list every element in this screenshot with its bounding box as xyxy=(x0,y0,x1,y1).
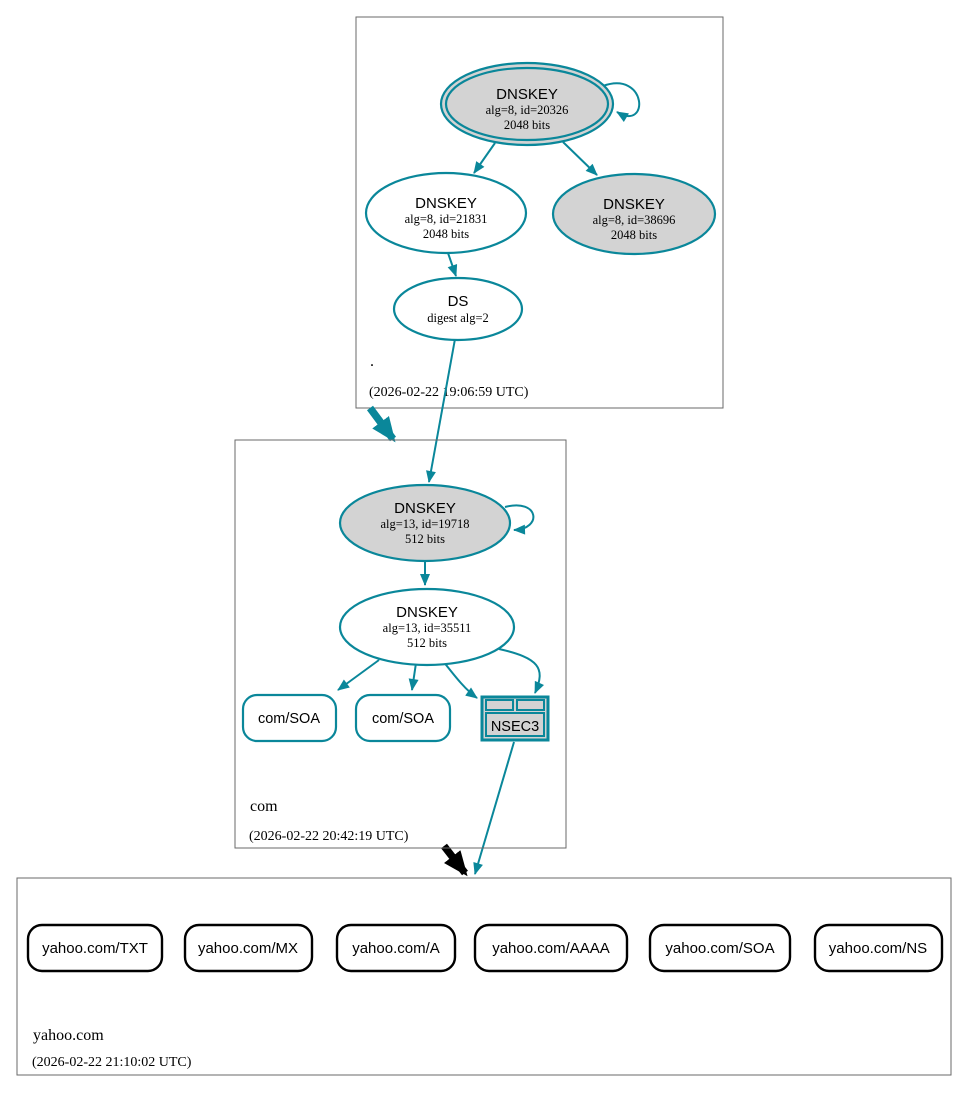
nsec3-cell-right xyxy=(516,699,545,711)
edge-com-zsk-to-nsec3-a xyxy=(442,660,478,699)
zone-box-com xyxy=(234,439,567,849)
edge-root-ksk-to-key2 xyxy=(562,141,598,176)
zone-box-root xyxy=(355,16,724,409)
svg-text:DNSKEY: DNSKEY xyxy=(394,500,456,517)
node-root-dnskey-21831[interactable]: DNSKEY alg=8, id=21831 2048 bits xyxy=(364,171,528,255)
root-ksk-inner-ellipse xyxy=(444,66,610,142)
svg-text:alg=8, id=21831: alg=8, id=21831 xyxy=(405,212,488,226)
svg-text:512 bits: 512 bits xyxy=(405,532,445,546)
svg-text:2048 bits: 2048 bits xyxy=(611,228,657,242)
zone-timestamp-com: (2026-02-22 20:42:19 UTC) xyxy=(249,829,409,844)
svg-text:alg=8, id=20326: alg=8, id=20326 xyxy=(486,103,569,117)
node-com-dnskey-35511[interactable]: DNSKEY alg=13, id=35511 512 bits xyxy=(338,587,516,667)
node-root-dnskey-20326[interactable]: DNSKEY alg=8, id=20326 2048 bits xyxy=(439,61,615,147)
svg-text:DNSKEY: DNSKEY xyxy=(415,195,477,212)
svg-text:alg=13, id=19718: alg=13, id=19718 xyxy=(380,517,469,531)
svg-text:DS: DS xyxy=(448,293,469,310)
edge-com-zsk-to-soa2 xyxy=(408,662,419,691)
svg-text:2048 bits: 2048 bits xyxy=(504,118,550,132)
node-yahoo-mx[interactable]: yahoo.com/MX xyxy=(183,923,314,973)
node-com-nsec3[interactable]: NSEC3 xyxy=(480,695,550,742)
edge-ds-to-com-ksk xyxy=(426,338,456,483)
svg-text:yahoo.com/TXT: yahoo.com/TXT xyxy=(42,940,148,957)
node-yahoo-txt[interactable]: yahoo.com/TXT xyxy=(26,923,164,973)
nsec3-cell-main xyxy=(485,712,545,737)
root-zsk-ellipse xyxy=(364,171,528,255)
svg-text:yahoo.com/A: yahoo.com/A xyxy=(352,940,440,957)
svg-text:DNSKEY: DNSKEY xyxy=(496,86,558,103)
com-soa1-rect xyxy=(241,693,338,743)
svg-text:com/SOA: com/SOA xyxy=(372,711,434,727)
com-soa2-rect xyxy=(354,693,452,743)
svg-text:DNSKEY: DNSKEY xyxy=(396,604,458,621)
yahoo-ns-rect xyxy=(813,923,944,973)
edge-root-ksk-selfsign xyxy=(602,82,641,122)
yahoo-txt-rect xyxy=(26,923,164,973)
node-com-soa-1[interactable]: com/SOA xyxy=(241,693,338,743)
svg-text:NSEC3: NSEC3 xyxy=(491,719,539,735)
yahoo-mx-rect xyxy=(183,923,314,973)
node-yahoo-ns[interactable]: yahoo.com/NS xyxy=(813,923,944,973)
svg-text:alg=8, id=38696: alg=8, id=38696 xyxy=(593,213,676,227)
edge-com-ksk-selfsign xyxy=(504,504,535,535)
edge-com-zsk-to-nsec3-b xyxy=(498,648,545,694)
node-yahoo-a[interactable]: yahoo.com/A xyxy=(335,923,457,973)
zone-label-root: . xyxy=(370,353,374,370)
zone-label-com: com xyxy=(250,798,278,815)
node-yahoo-aaaa[interactable]: yahoo.com/AAAA xyxy=(473,923,629,973)
yahoo-a-rect xyxy=(335,923,457,973)
svg-text:yahoo.com/SOA: yahoo.com/SOA xyxy=(665,940,774,957)
svg-text:alg=13, id=35511: alg=13, id=35511 xyxy=(383,621,472,635)
nsec3-cell-left xyxy=(485,699,514,711)
edge-root-zsk-to-ds xyxy=(447,252,458,277)
node-root-dnskey-38696[interactable]: DNSKEY alg=8, id=38696 2048 bits xyxy=(551,172,717,256)
svg-text:digest alg=2: digest alg=2 xyxy=(427,311,489,325)
svg-text:com/SOA: com/SOA xyxy=(258,711,320,727)
com-ksk-ellipse xyxy=(338,483,512,563)
root-ds-ellipse xyxy=(392,276,524,342)
svg-text:DNSKEY: DNSKEY xyxy=(603,196,665,213)
zone-timestamp-yahoo: (2026-02-22 21:10:02 UTC) xyxy=(32,1055,192,1070)
yahoo-soa-rect xyxy=(648,923,792,973)
svg-text:yahoo.com/AAAA: yahoo.com/AAAA xyxy=(492,940,610,957)
svg-text:yahoo.com/NS: yahoo.com/NS xyxy=(829,940,927,957)
zone-timestamp-root: (2026-02-22 19:06:59 UTC) xyxy=(369,385,529,400)
svg-text:512 bits: 512 bits xyxy=(407,636,447,650)
edge-com-zsk-to-soa1 xyxy=(337,659,380,691)
root-key2-ellipse xyxy=(551,172,717,256)
edge-com-delegation-yahoo xyxy=(441,843,468,877)
edge-root-delegation-com xyxy=(366,405,397,443)
node-com-soa-2[interactable]: com/SOA xyxy=(354,693,452,743)
svg-text:yahoo.com/MX: yahoo.com/MX xyxy=(198,940,298,957)
node-root-ds[interactable]: DS digest alg=2 xyxy=(392,276,524,342)
com-zsk-ellipse xyxy=(338,587,516,667)
svg-text:2048 bits: 2048 bits xyxy=(423,227,469,241)
edge-nsec3-to-yahoo xyxy=(473,741,515,875)
yahoo-aaaa-rect xyxy=(473,923,629,973)
edge-root-ksk-to-zsk xyxy=(473,142,496,174)
node-yahoo-soa[interactable]: yahoo.com/SOA xyxy=(648,923,792,973)
zone-box-yahoo xyxy=(16,877,952,1076)
zone-label-yahoo: yahoo.com xyxy=(33,1027,104,1044)
node-com-dnskey-19718[interactable]: DNSKEY alg=13, id=19718 512 bits xyxy=(338,483,512,563)
